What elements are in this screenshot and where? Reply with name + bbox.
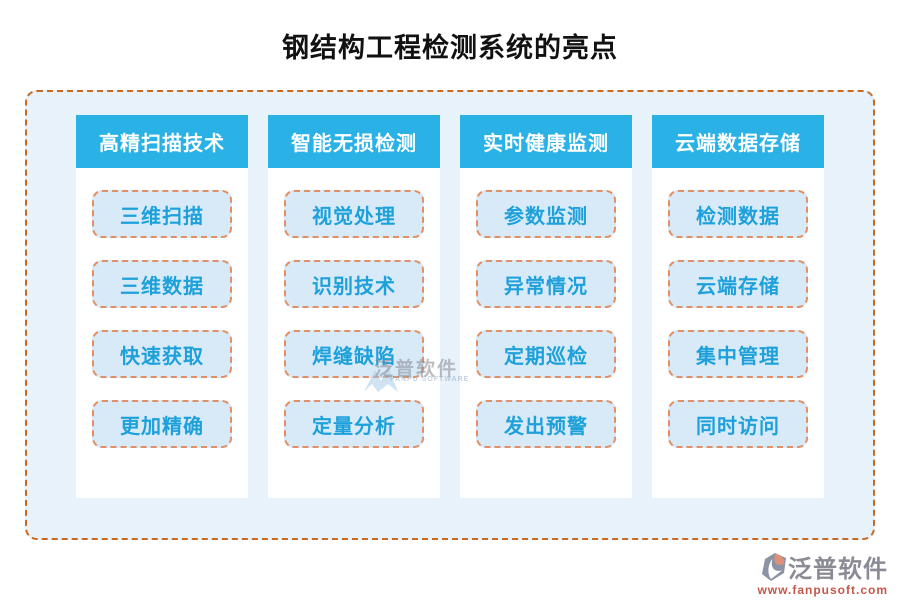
feature-item: 更加精确 bbox=[92, 400, 232, 448]
feature-item: 云端存储 bbox=[668, 260, 808, 308]
feature-item: 参数监测 bbox=[476, 190, 616, 238]
feature-item: 同时访问 bbox=[668, 400, 808, 448]
column-card-monitoring: 实时健康监测 参数监测 异常情况 定期巡检 发出预警 bbox=[460, 115, 632, 498]
feature-item: 发出预警 bbox=[476, 400, 616, 448]
footer-logo-name: 泛普软件 bbox=[788, 556, 888, 583]
feature-item: 定量分析 bbox=[284, 400, 424, 448]
column-card-scanning: 高精扫描技术 三维扫描 三维数据 快速获取 更加精确 bbox=[76, 115, 248, 498]
column-header: 智能无损检测 bbox=[268, 115, 440, 168]
feature-item: 快速获取 bbox=[92, 330, 232, 378]
fanpu-logo-icon bbox=[762, 552, 786, 581]
feature-item: 焊缝缺陷 bbox=[284, 330, 424, 378]
feature-item: 视觉处理 bbox=[284, 190, 424, 238]
column-header: 实时健康监测 bbox=[460, 115, 632, 168]
feature-item: 异常情况 bbox=[476, 260, 616, 308]
page-title: 钢结构工程检测系统的亮点 bbox=[282, 33, 618, 63]
feature-item: 三维扫描 bbox=[92, 190, 232, 238]
footer-logo-url: www.fanpusoft.com bbox=[757, 583, 888, 597]
highlights-panel: 高精扫描技术 三维扫描 三维数据 快速获取 更加精确 智能无损检测 视觉处理 识… bbox=[25, 90, 875, 540]
feature-item: 定期巡检 bbox=[476, 330, 616, 378]
column-card-nondestructive: 智能无损检测 视觉处理 识别技术 焊缝缺陷 定量分析 bbox=[268, 115, 440, 498]
feature-item: 识别技术 bbox=[284, 260, 424, 308]
feature-item: 集中管理 bbox=[668, 330, 808, 378]
column-header: 高精扫描技术 bbox=[76, 115, 248, 168]
column-header: 云端数据存储 bbox=[652, 115, 824, 168]
footer-logo: 泛普软件 www.fanpusoft.com bbox=[757, 549, 888, 597]
feature-item: 三维数据 bbox=[92, 260, 232, 308]
column-card-cloud: 云端数据存储 检测数据 云端存储 集中管理 同时访问 bbox=[652, 115, 824, 498]
feature-item: 检测数据 bbox=[668, 190, 808, 238]
